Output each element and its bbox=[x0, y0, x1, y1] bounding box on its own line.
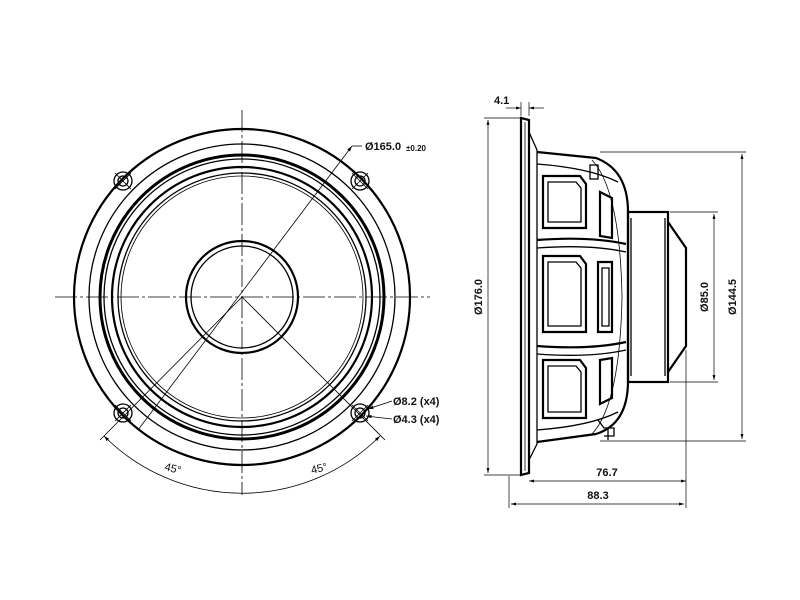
angle-left-label: 45° bbox=[163, 461, 182, 477]
basket-windows bbox=[541, 174, 614, 420]
magnet bbox=[626, 210, 688, 384]
surround-lip bbox=[528, 131, 538, 461]
terminals bbox=[589, 164, 615, 440]
basket-outline bbox=[536, 150, 630, 444]
hole-leader-outer bbox=[367, 400, 393, 410]
basket-diameter-label: Ø144.5 bbox=[727, 279, 739, 315]
hole-outer-label: Ø8.2 (x4) bbox=[393, 396, 440, 408]
diagonal-line-left bbox=[99, 296, 243, 441]
angle-right-label: 45° bbox=[310, 461, 329, 477]
mounting-hole-bottom-right bbox=[350, 403, 370, 423]
basket-ribs bbox=[536, 159, 627, 435]
front-view: Ø165.0 ±0.20 Ø8.2 (x4) Ø4.3 (x4) 45° 45° bbox=[55, 110, 440, 495]
magnet-diameter-label: Ø85.0 bbox=[699, 282, 711, 312]
diagonal-line-right bbox=[241, 296, 386, 441]
hole-inner-label: Ø4.3 (x4) bbox=[393, 414, 440, 426]
total-depth-label: 88.3 bbox=[587, 490, 608, 502]
mounting-hole-top-left bbox=[113, 171, 133, 191]
baffle-diameter-label: Ø165.0 bbox=[365, 141, 401, 153]
hole-leader-inner bbox=[365, 414, 393, 420]
magnet-back-plate bbox=[667, 221, 688, 373]
diameter-leader-line bbox=[137, 145, 353, 431]
baffle-tolerance-label: ±0.20 bbox=[406, 144, 427, 153]
angle-arc bbox=[103, 435, 381, 494]
mounting-hole-bottom-left bbox=[113, 403, 133, 423]
side-view: 4.1 Ø176.0 Ø85.0 Ø144.5 76.7 88.3 bbox=[473, 95, 746, 508]
frame-diameter-label: Ø176.0 bbox=[473, 279, 485, 315]
mount-depth-label: 76.7 bbox=[596, 467, 617, 479]
flange bbox=[519, 116, 531, 477]
flange-thickness-label: 4.1 bbox=[494, 95, 509, 107]
mounting-hole-top-right bbox=[350, 171, 370, 191]
